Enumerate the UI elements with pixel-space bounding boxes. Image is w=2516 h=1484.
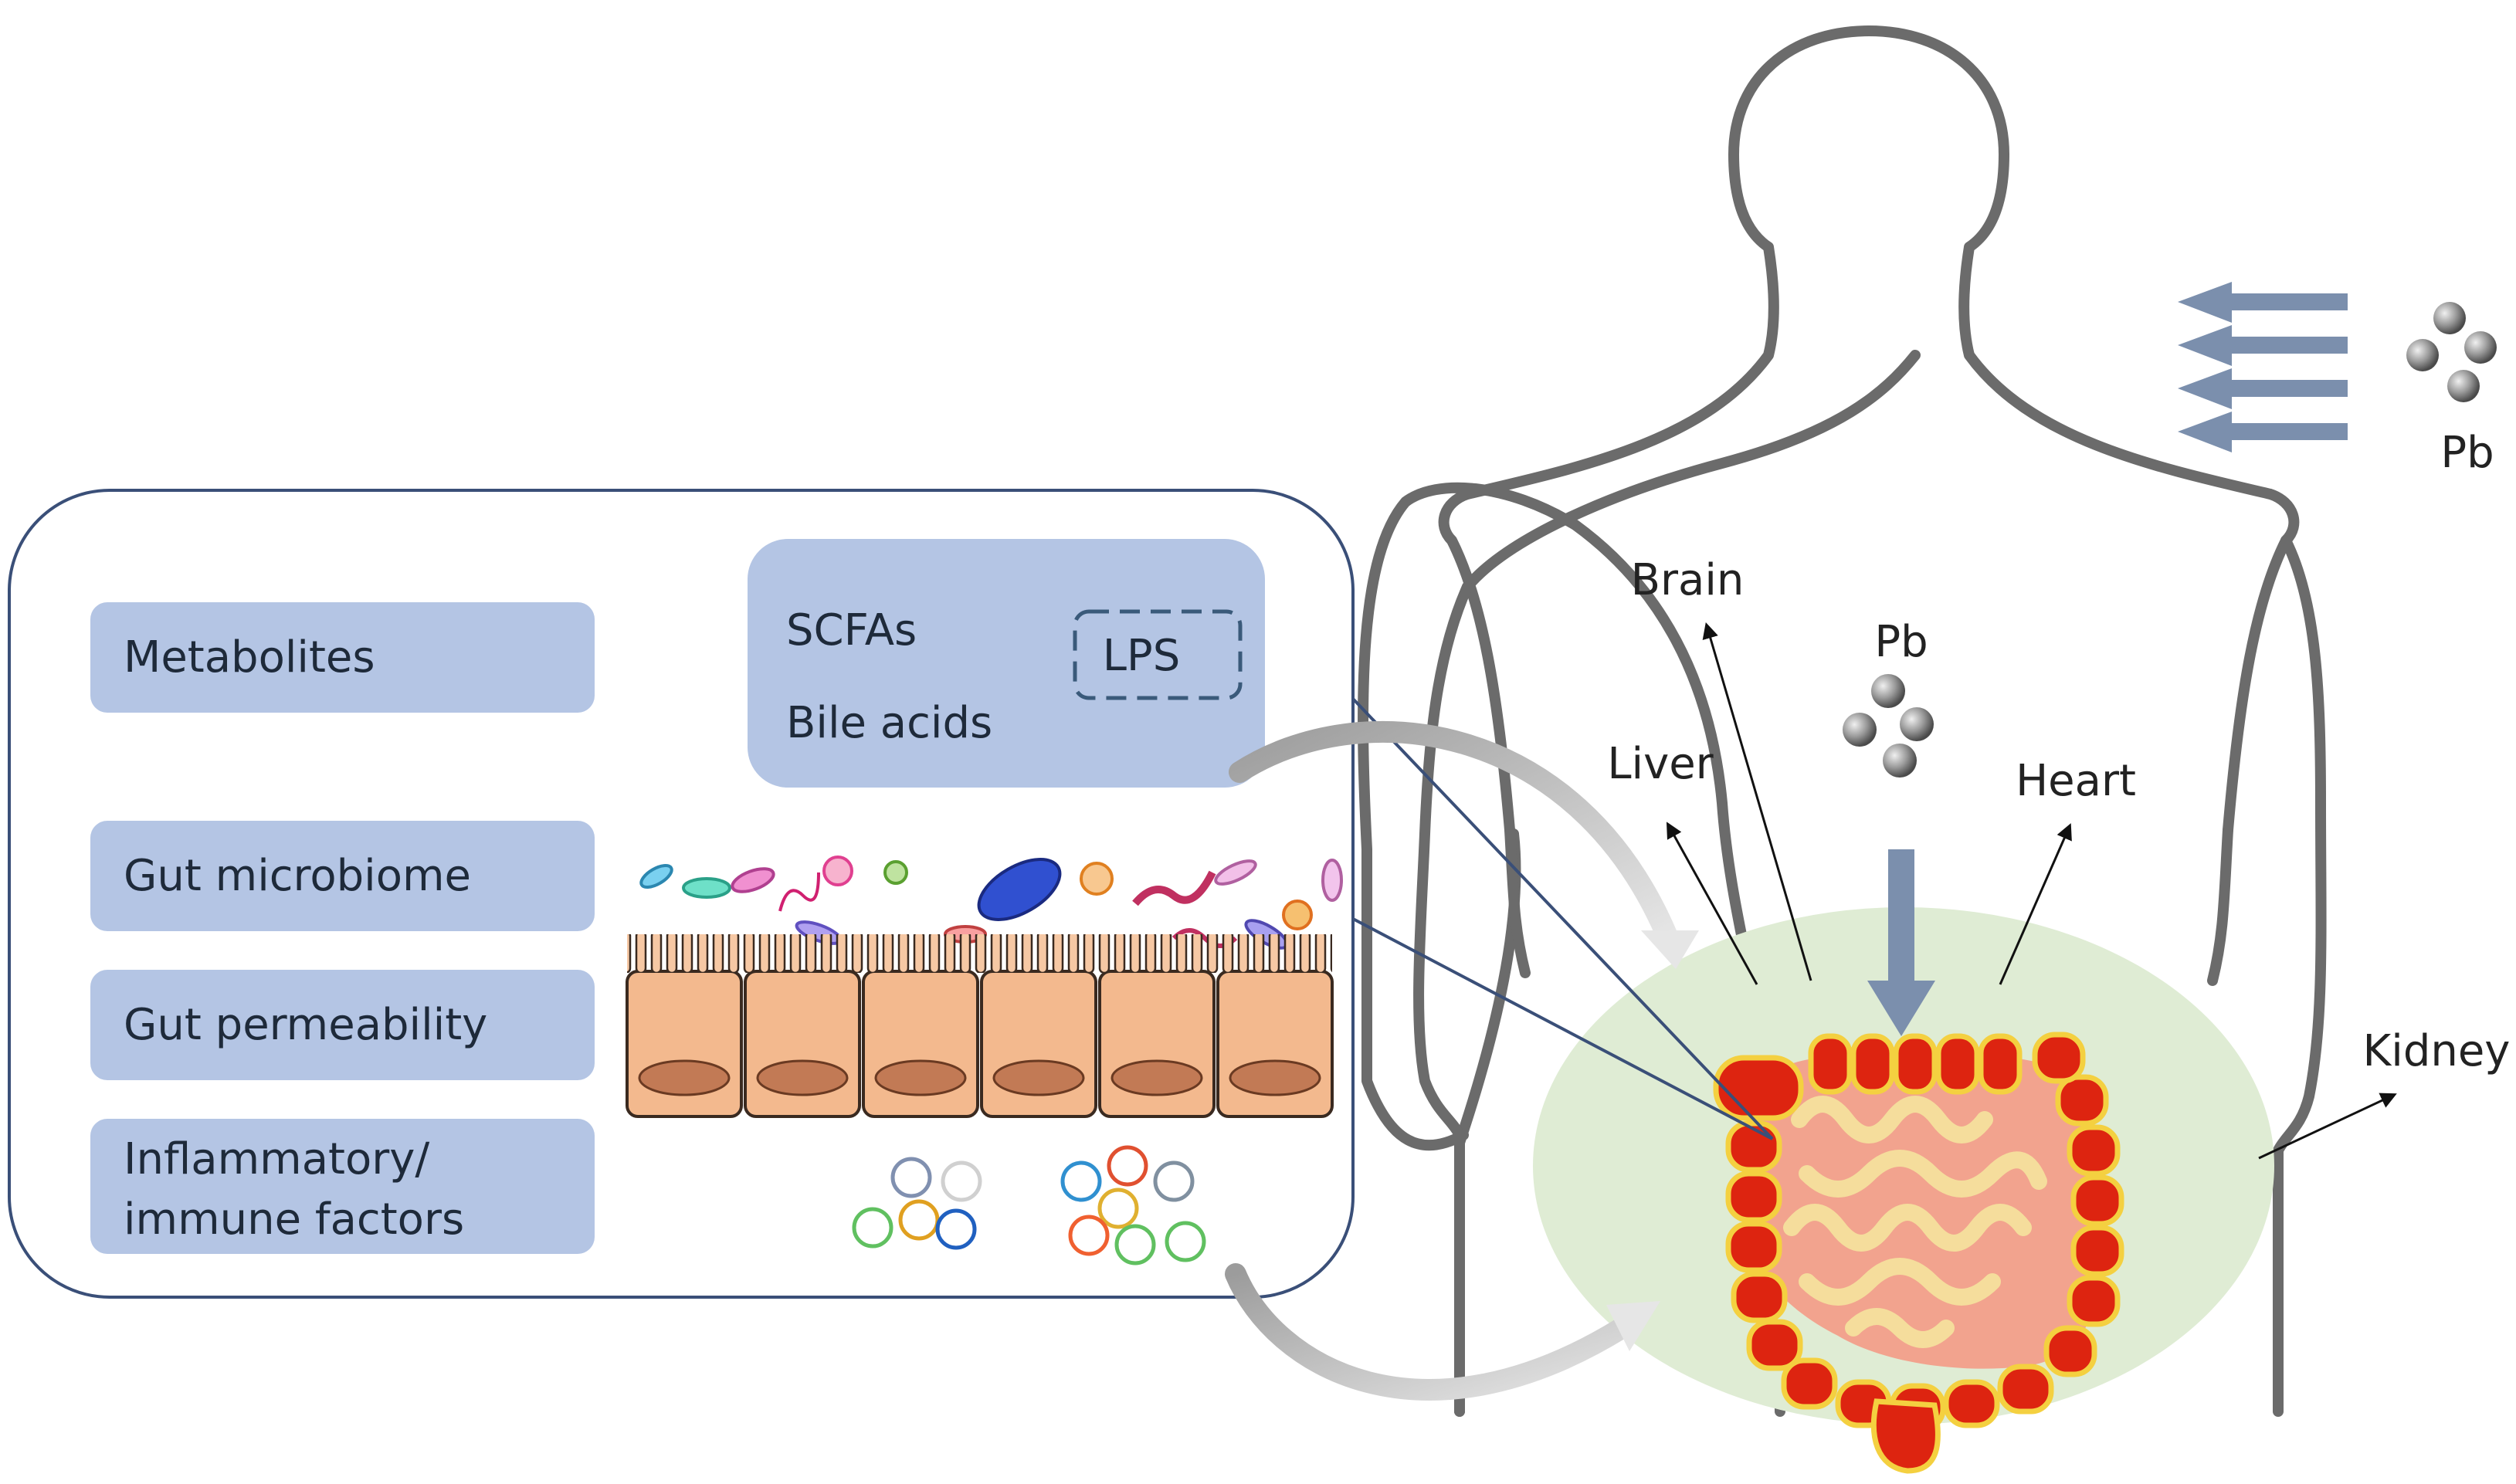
arrow-to-heart [1999,823,2072,985]
zoom-line-upper [1351,697,1774,1140]
lead-down-arrow [1867,849,1935,1036]
grey-curved-arrow-lower [1225,1263,1660,1401]
immune-cells [852,1145,1206,1265]
body-right-arm-inner [2207,825,2233,986]
factor-label-gut-microbiome: Gut microbiome [124,851,471,901]
lead-particles-outside [2406,302,2497,402]
organ-label-heart: Heart [2016,756,2136,806]
metabolite-scfas: SCFAs [786,605,917,656]
metabolite-bile-acids: Bile acids [786,698,992,748]
factor-label-inflammatory-line1: Inflammatory/ [124,1134,429,1184]
metabolite-lps: LPS [1103,631,1181,681]
lead-intake-arrows [2178,282,2348,452]
factor-metabolites: Metabolites [90,602,595,713]
grey-curved-arrow-upper [1229,721,1699,969]
lead-particles-inside [1843,674,1934,778]
intestine-illustration [1713,1032,2124,1474]
factor-gut-microbiome: Gut microbiome [90,821,595,931]
zoom-line-lower [1352,917,1773,1140]
lead-label-outside: Pb [2440,428,2494,478]
body-right-side [2273,535,2327,1417]
factor-inflammatory-immune: Inflammatory/ immune factors [90,1119,595,1254]
organ-label-liver: Liver [1607,739,1714,789]
lead-label-inside: Pb [1874,617,1928,667]
metabolite-box: SCFAs Bile acids LPS [748,539,1265,788]
organ-label-kidney: Kidney [2363,1026,2511,1076]
factor-label-gut-permeability: Gut permeability [124,1000,487,1050]
arrow-to-brain [1702,622,1812,981]
factor-gut-permeability: Gut permeability [90,970,595,1080]
factor-label-inflammatory-line2: immune factors [124,1194,464,1245]
lps-dashed-box [1073,609,1243,700]
factor-label-metabolites: Metabolites [124,632,375,683]
organ-label-brain: Brain [1631,555,1745,605]
body-left-arm-inner [1504,825,1531,978]
arrow-to-liver [1666,822,1758,985]
body-left-side [1413,581,1473,1417]
arrow-to-kidney [2258,1093,2397,1160]
body-outline [1358,25,2300,1417]
intestinal-epithelium [626,934,1334,1118]
